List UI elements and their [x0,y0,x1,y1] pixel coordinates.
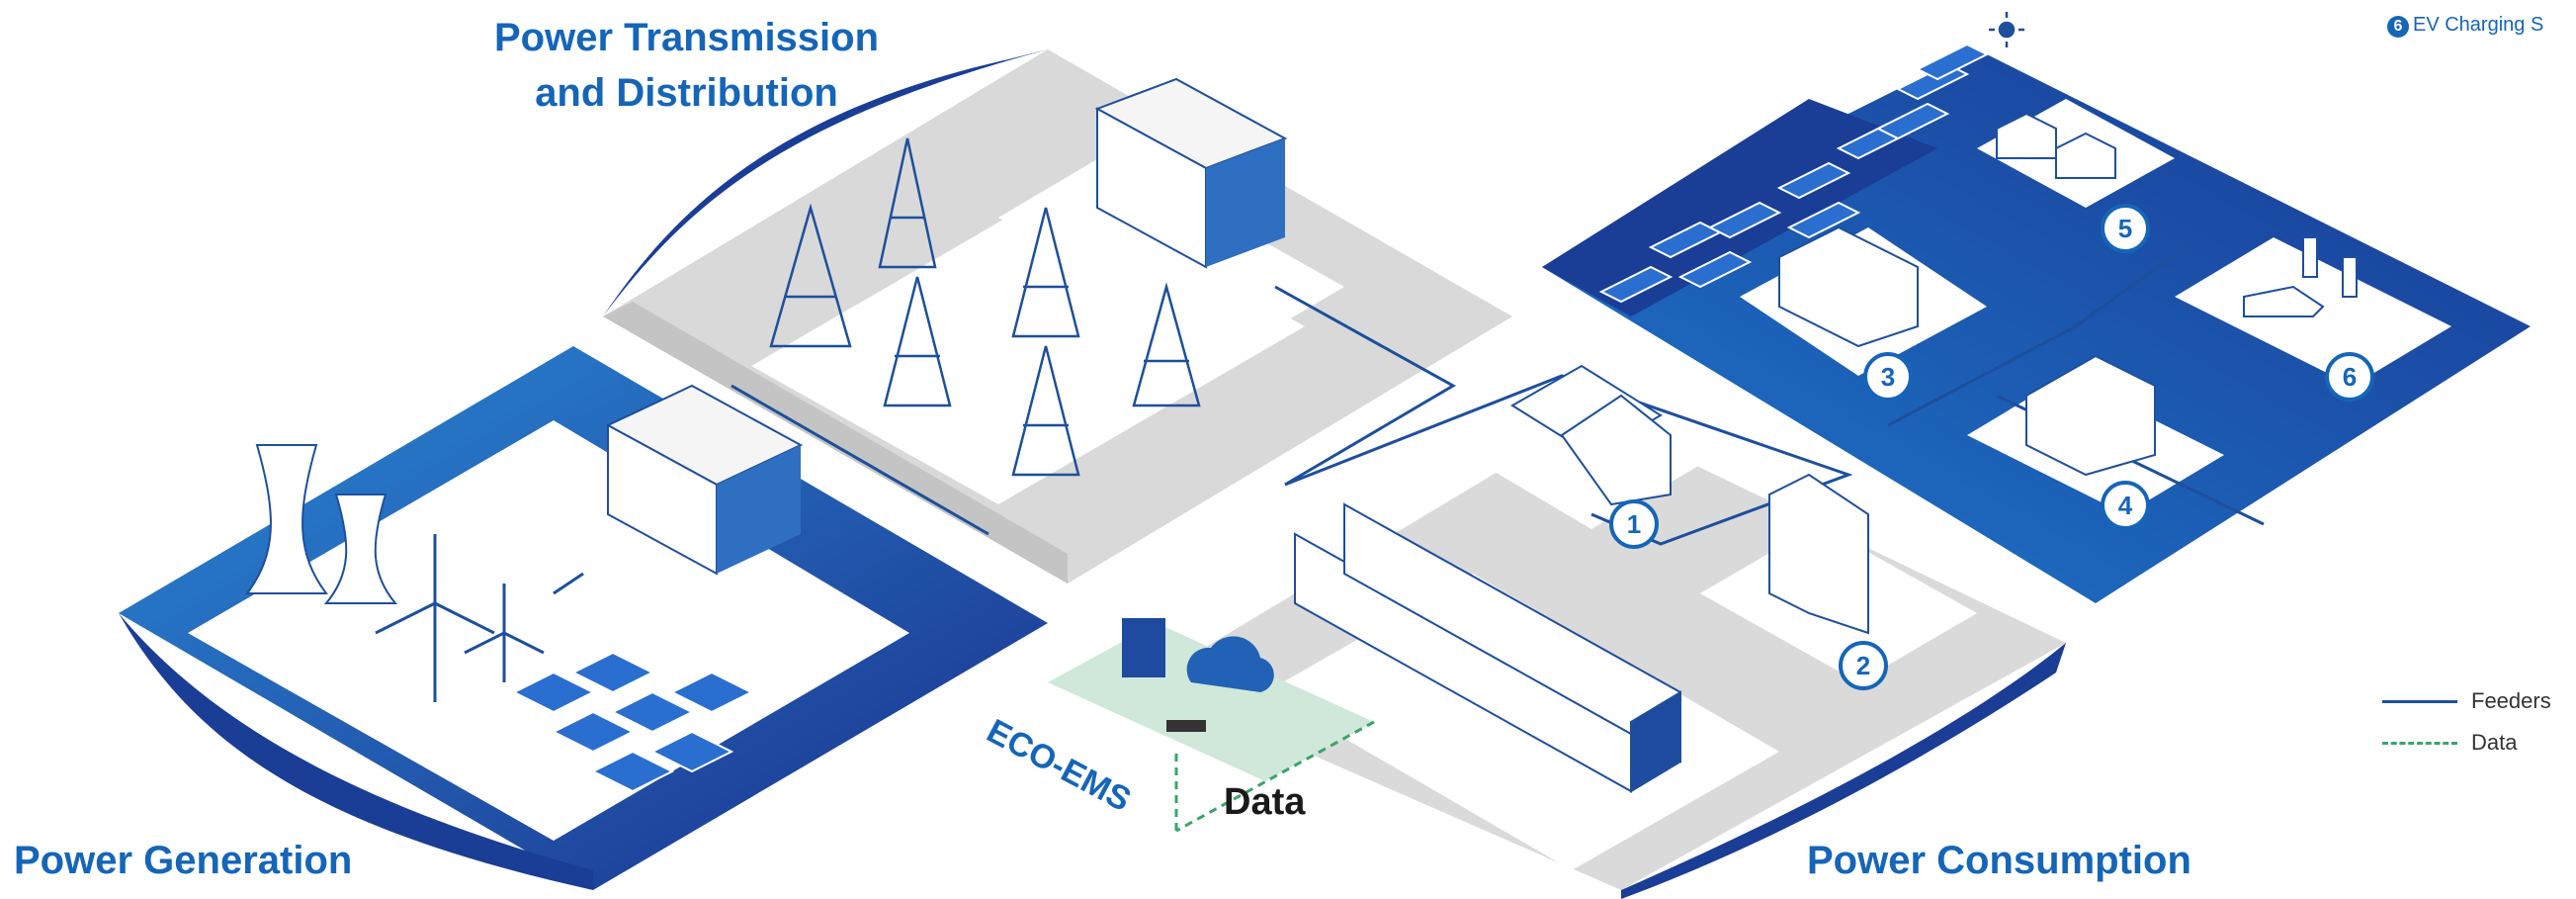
factory [1510,364,1672,506]
apartment-building [2025,354,2156,477]
eco-ems-pad [1048,618,1374,781]
generation-container [605,384,804,576]
legend-data: Data [2382,722,2551,764]
note-text: EV Charging S [2413,14,2544,36]
office-tower [1768,473,1869,635]
note-number: 6 [2387,16,2409,38]
data-label: Data [1224,781,1306,823]
transmission-container [1094,77,1288,269]
badge-1: 1 [1609,499,1659,549]
badge-4: 4 [2101,481,2150,530]
data-lines [1174,720,1375,833]
badge-6: 6 [2325,352,2374,402]
transmission-title-line2: and Distribution [535,71,838,115]
keyboard-icon [1166,720,1206,732]
transmission-towers [769,137,1201,477]
legend-feeders-label: Feeders [2471,688,2551,713]
transmission-title-line1: Power Transmission [494,16,880,59]
data-swatch [2382,741,2457,745]
sun-icon [1989,12,2024,47]
ev-charging [2243,236,2358,317]
legend: Feeders Data [2382,680,2551,764]
office-building [1778,225,1919,348]
solar-field [511,651,754,793]
houses [1996,112,2116,179]
badge-2: 2 [1839,641,1888,690]
badge-5: 5 [2101,204,2150,253]
wind-turbines [375,534,545,702]
server-racks [1294,502,1681,793]
cooling-towers [245,444,398,604]
feeder-swatch [2382,699,2457,703]
badge-3: 3 [1863,352,1913,402]
power-consumption-title: Power Consumption [1807,839,2191,882]
transmission-title: Power Transmission and Distribution [494,10,879,121]
monitor-icon [1122,618,1165,677]
legend-data-label: Data [2471,730,2518,755]
cloud-icon [1186,636,1274,692]
legend-feeders: Feeders [2382,680,2551,722]
pv-array-panels [1598,43,1990,304]
power-generation-title: Power Generation [14,839,353,882]
